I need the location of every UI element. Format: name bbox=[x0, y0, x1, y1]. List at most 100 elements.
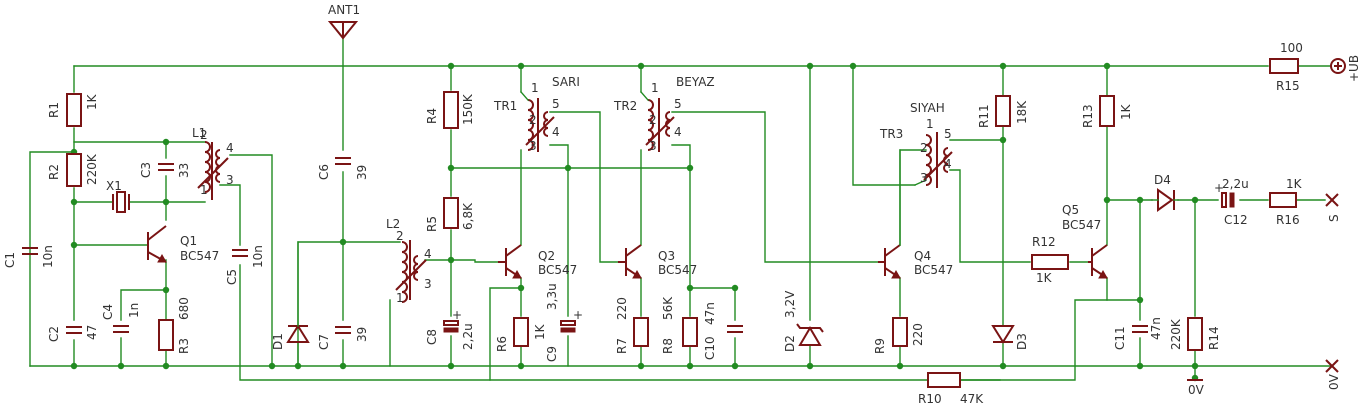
junction bbox=[686, 164, 694, 172]
r3-name: R3 bbox=[177, 338, 191, 354]
q2-name: Q2 bbox=[538, 249, 555, 263]
supply-terminal[interactable] bbox=[1330, 58, 1346, 74]
c11-name: C11 bbox=[1113, 326, 1127, 350]
wire bbox=[852, 65, 916, 186]
r13-name: R13 bbox=[1081, 104, 1095, 128]
d3-name: D3 bbox=[1015, 333, 1029, 350]
l1-pin2: 2 bbox=[200, 128, 208, 142]
junction bbox=[162, 286, 170, 294]
c11-value: 47n bbox=[1149, 317, 1163, 340]
resistors bbox=[66, 58, 1299, 388]
tr3-pin1: 1 bbox=[926, 117, 934, 131]
q4-name: Q4 bbox=[914, 249, 931, 263]
r6-value: 1K bbox=[533, 323, 547, 340]
resistor-r14 bbox=[1187, 317, 1203, 351]
resistor-r13 bbox=[1099, 95, 1115, 127]
output-label: S bbox=[1327, 214, 1341, 222]
l1-pin4: 4 bbox=[226, 141, 234, 155]
ground-terminal-0v[interactable] bbox=[1325, 359, 1339, 373]
r15-value: 100 bbox=[1280, 41, 1303, 55]
resistor-r12 bbox=[1031, 254, 1069, 270]
resistor-r6 bbox=[513, 317, 529, 347]
transistor-q1 bbox=[147, 225, 167, 263]
output-terminal-s[interactable] bbox=[1325, 193, 1339, 207]
r2-value: 220K bbox=[85, 153, 99, 185]
r13-value: 1K bbox=[1119, 103, 1133, 120]
transistor-q3 bbox=[618, 244, 642, 279]
junction bbox=[1136, 362, 1144, 370]
transformer-tr3 bbox=[899, 132, 953, 246]
junction bbox=[1191, 196, 1199, 204]
tr3-name: TR3 bbox=[879, 127, 903, 141]
tr1-pin1: 1 bbox=[531, 81, 539, 95]
r5-name: R5 bbox=[425, 216, 439, 232]
c8-plus: + bbox=[452, 308, 462, 322]
coil-l1 bbox=[197, 141, 229, 200]
diode-d2 bbox=[796, 323, 824, 346]
r14-value: 220K bbox=[1169, 318, 1183, 350]
l2-pin3: 3 bbox=[424, 277, 432, 291]
junction bbox=[447, 164, 455, 172]
c6-value: 39 bbox=[355, 165, 369, 180]
wire bbox=[671, 144, 691, 317]
r14-name: R14 bbox=[1207, 326, 1221, 350]
junction bbox=[806, 62, 814, 70]
r8-value: 56K bbox=[661, 296, 675, 320]
junction bbox=[1136, 196, 1144, 204]
capacitor-c8-plate bbox=[443, 327, 459, 333]
r11-name: R11 bbox=[977, 104, 991, 128]
r10-value: 47K bbox=[960, 392, 984, 406]
junction bbox=[162, 138, 170, 146]
junction bbox=[517, 62, 525, 70]
tr2-pin4: 4 bbox=[674, 125, 682, 139]
tr1-color: SARI bbox=[552, 75, 580, 89]
q3-name: Q3 bbox=[658, 249, 675, 263]
c4-value: 1n bbox=[127, 303, 141, 318]
c7-value: 39 bbox=[355, 327, 369, 342]
r1-value: 1K bbox=[85, 93, 99, 110]
l1-pin1: 1 bbox=[200, 183, 208, 197]
capacitors: + + + bbox=[22, 157, 1235, 334]
transistors bbox=[147, 225, 1108, 279]
q1-name: Q1 bbox=[180, 234, 197, 248]
c3-value: 33 bbox=[177, 163, 191, 178]
tr3-pin4: 4 bbox=[944, 157, 952, 171]
tr3-color: SIYAH bbox=[910, 101, 945, 115]
r15-name: R15 bbox=[1276, 79, 1300, 93]
coil-l2 bbox=[395, 240, 427, 303]
q5-name: Q5 bbox=[1062, 203, 1079, 217]
c2-name: C2 bbox=[47, 326, 61, 342]
r6-name: R6 bbox=[495, 336, 509, 352]
l1-name: L1 bbox=[192, 126, 206, 140]
tr1-pin5: 5 bbox=[552, 97, 560, 111]
junction bbox=[1191, 362, 1199, 370]
resistor-r10 bbox=[927, 372, 961, 388]
c9-plus: + bbox=[573, 308, 583, 322]
junction bbox=[999, 62, 1007, 70]
c10-name: C10 bbox=[703, 336, 717, 360]
l2-pin4: 4 bbox=[424, 247, 432, 261]
junction bbox=[294, 362, 302, 370]
wire bbox=[549, 111, 619, 263]
junction bbox=[731, 362, 739, 370]
r8-name: R8 bbox=[661, 338, 675, 354]
junction bbox=[806, 362, 814, 370]
crystal-x1 bbox=[112, 191, 130, 213]
tr2-pin2: 2 bbox=[649, 113, 657, 127]
c1-value: 10n bbox=[41, 245, 55, 268]
capacitor-c9-plate bbox=[560, 327, 576, 333]
junction bbox=[637, 362, 645, 370]
c2-value: 47 bbox=[85, 325, 99, 340]
wire bbox=[229, 154, 273, 367]
tr2-pin5: 5 bbox=[674, 97, 682, 111]
resistor-r4 bbox=[443, 91, 459, 129]
c9-name: C9 bbox=[545, 346, 559, 362]
d2-value: 3,2V bbox=[783, 290, 797, 318]
diode-d4 bbox=[1151, 188, 1179, 212]
junction bbox=[517, 362, 525, 370]
junction bbox=[999, 136, 1007, 144]
wire bbox=[549, 144, 569, 317]
junction bbox=[686, 284, 694, 292]
c4-name: C4 bbox=[101, 304, 115, 320]
